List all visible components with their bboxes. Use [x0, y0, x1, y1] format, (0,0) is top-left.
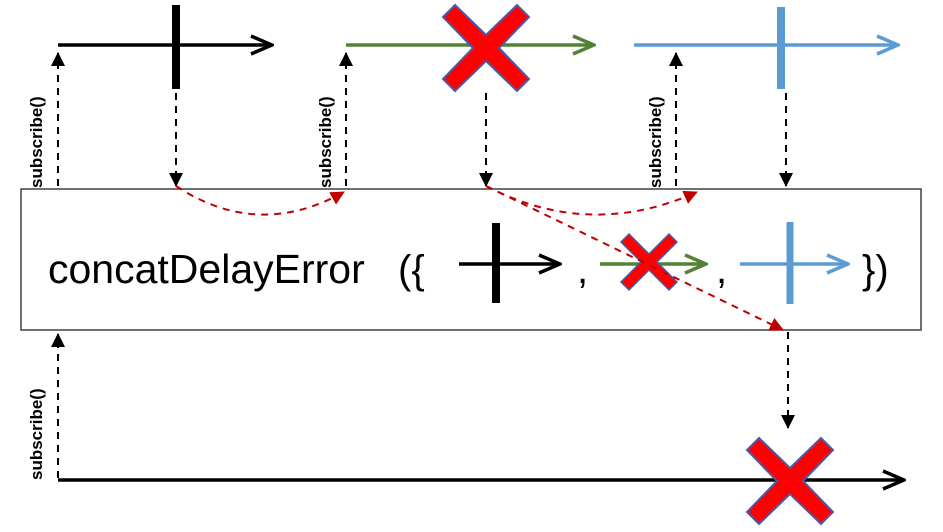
operator-source-1-marble — [459, 223, 560, 303]
source-1-subscribe-label: subscribe() — [27, 96, 46, 188]
flow-arrow-deferred-error — [485, 185, 784, 331]
output-subscribe-label: subscribe() — [27, 388, 46, 480]
operator-close-brace: }) — [862, 248, 889, 292]
operator-separator-2: , — [716, 248, 727, 292]
operator-name: concatDelayError — [48, 246, 365, 292]
source-3-timeline — [634, 7, 898, 89]
operator-box — [20, 188, 922, 331]
source-1-timeline — [58, 5, 272, 89]
source-3-subscribe-label: subscribe() — [646, 96, 665, 188]
output-error-icon — [745, 436, 835, 526]
source-2-error-icon — [441, 3, 531, 93]
operator-source-2-marble — [600, 232, 706, 292]
operator-source-3-marble — [740, 222, 848, 304]
operator-separator-1: , — [577, 248, 588, 292]
operator-open-brace: ({ — [398, 248, 425, 292]
source-2-subscribe-label: subscribe() — [316, 96, 335, 188]
